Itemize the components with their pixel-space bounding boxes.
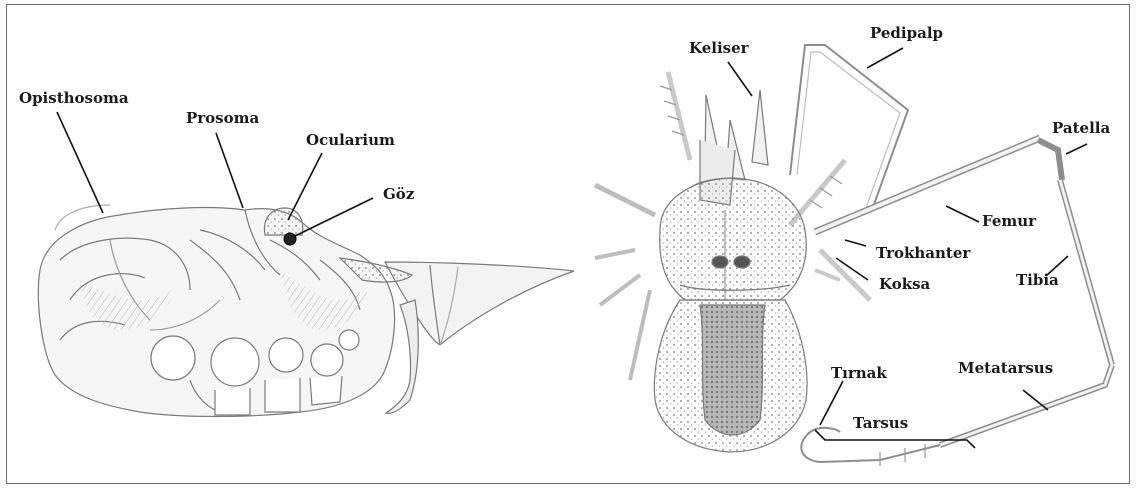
coxa-4 (311, 344, 343, 376)
leg-left-1 (595, 185, 655, 215)
label-tirnak: Tırnak (831, 364, 887, 382)
chelicera-right (752, 90, 768, 165)
label-ocularium: Ocularium (306, 131, 395, 149)
label-prosoma: Prosoma (186, 109, 260, 127)
coxa-1 (151, 336, 195, 380)
leg-metatarsus (940, 365, 1112, 445)
prosoma-body (660, 178, 807, 300)
label-opisthosoma: Opisthosoma (19, 89, 129, 107)
label-koksa: Koksa (879, 275, 931, 293)
label-metatarsus: Metatarsus (958, 359, 1053, 377)
label-trokhanter: Trokhanter (876, 244, 971, 262)
label-femur: Femur (982, 212, 1037, 230)
label-pedipalp: Pedipalp (870, 24, 943, 42)
dorsal-view-drawing (595, 45, 1112, 466)
coxa-3 (269, 338, 303, 372)
leg-patella (1038, 140, 1062, 180)
label-tarsus: Tarsus (853, 414, 908, 432)
eye-icon (284, 233, 296, 245)
pedipalp (790, 45, 908, 210)
coxa-2 (211, 338, 259, 386)
label-patella: Patella (1052, 119, 1110, 137)
lateral-view-drawing (38, 205, 574, 417)
leg-tarsus (801, 428, 940, 462)
label-goz: Göz (383, 185, 415, 203)
label-keliser: Keliser (689, 39, 750, 57)
label-tibia: Tibia (1016, 271, 1059, 289)
